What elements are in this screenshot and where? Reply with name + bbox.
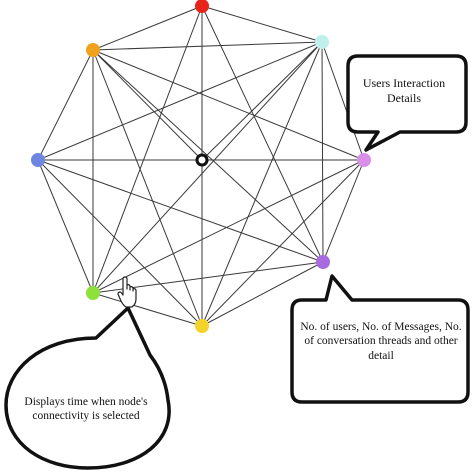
edge-upper-right-left (37, 41, 323, 161)
edge-upper-right-lower-left (92, 41, 323, 294)
node-right[interactable] (357, 153, 371, 167)
users-interaction-label: Users Interaction Details (362, 76, 446, 105)
node-lower-left[interactable] (86, 286, 100, 300)
edge-lower-left-bottom (92, 292, 203, 327)
edge-upper-right-lower-right (321, 41, 324, 263)
hand-pointer-icon (117, 276, 137, 308)
edge-upper-left-left (37, 49, 94, 161)
callout-time-display (4, 306, 171, 470)
node-lower-right[interactable] (316, 255, 330, 269)
edge-top-upper-right (201, 5, 323, 43)
edge-left-lower-right (37, 159, 324, 263)
edge-upper-right-bottom (201, 41, 323, 327)
node-left[interactable] (31, 153, 45, 167)
edge-upper-left-upper-right (92, 41, 323, 51)
callout-users-interaction (346, 54, 468, 152)
edge-right-lower-left (92, 159, 365, 294)
node-bottom[interactable] (195, 319, 209, 333)
edge-upper-right-right (321, 41, 365, 161)
edge-upper-right-center (201, 41, 323, 161)
edge-upper-left-center (92, 49, 203, 161)
node-upper-left[interactable] (86, 43, 100, 57)
node-top[interactable] (195, 0, 209, 13)
time-display-label: Displays time when node's connectivity i… (24, 396, 148, 423)
edge-left-lower-left (37, 159, 94, 294)
stats-label: No. of users, No. of Messages, No. of co… (300, 321, 462, 362)
edge-right-bottom (201, 159, 365, 327)
edge-top-upper-left (92, 5, 203, 51)
node-center[interactable] (195, 153, 209, 167)
edges-layer (37, 5, 365, 327)
callout-stats (290, 274, 470, 404)
edge-right-lower-right (322, 159, 365, 263)
edge-upper-left-right (92, 49, 365, 161)
edge-top-lower-right (201, 5, 324, 263)
edge-lower-right-bottom (201, 261, 324, 327)
edge-upper-left-lower-right (92, 49, 324, 263)
edge-upper-left-bottom (92, 49, 203, 327)
edge-top-lower-left (92, 5, 203, 294)
node-upper-right[interactable] (315, 35, 329, 49)
nodes-layer (31, 0, 371, 333)
edge-left-bottom (37, 159, 203, 327)
